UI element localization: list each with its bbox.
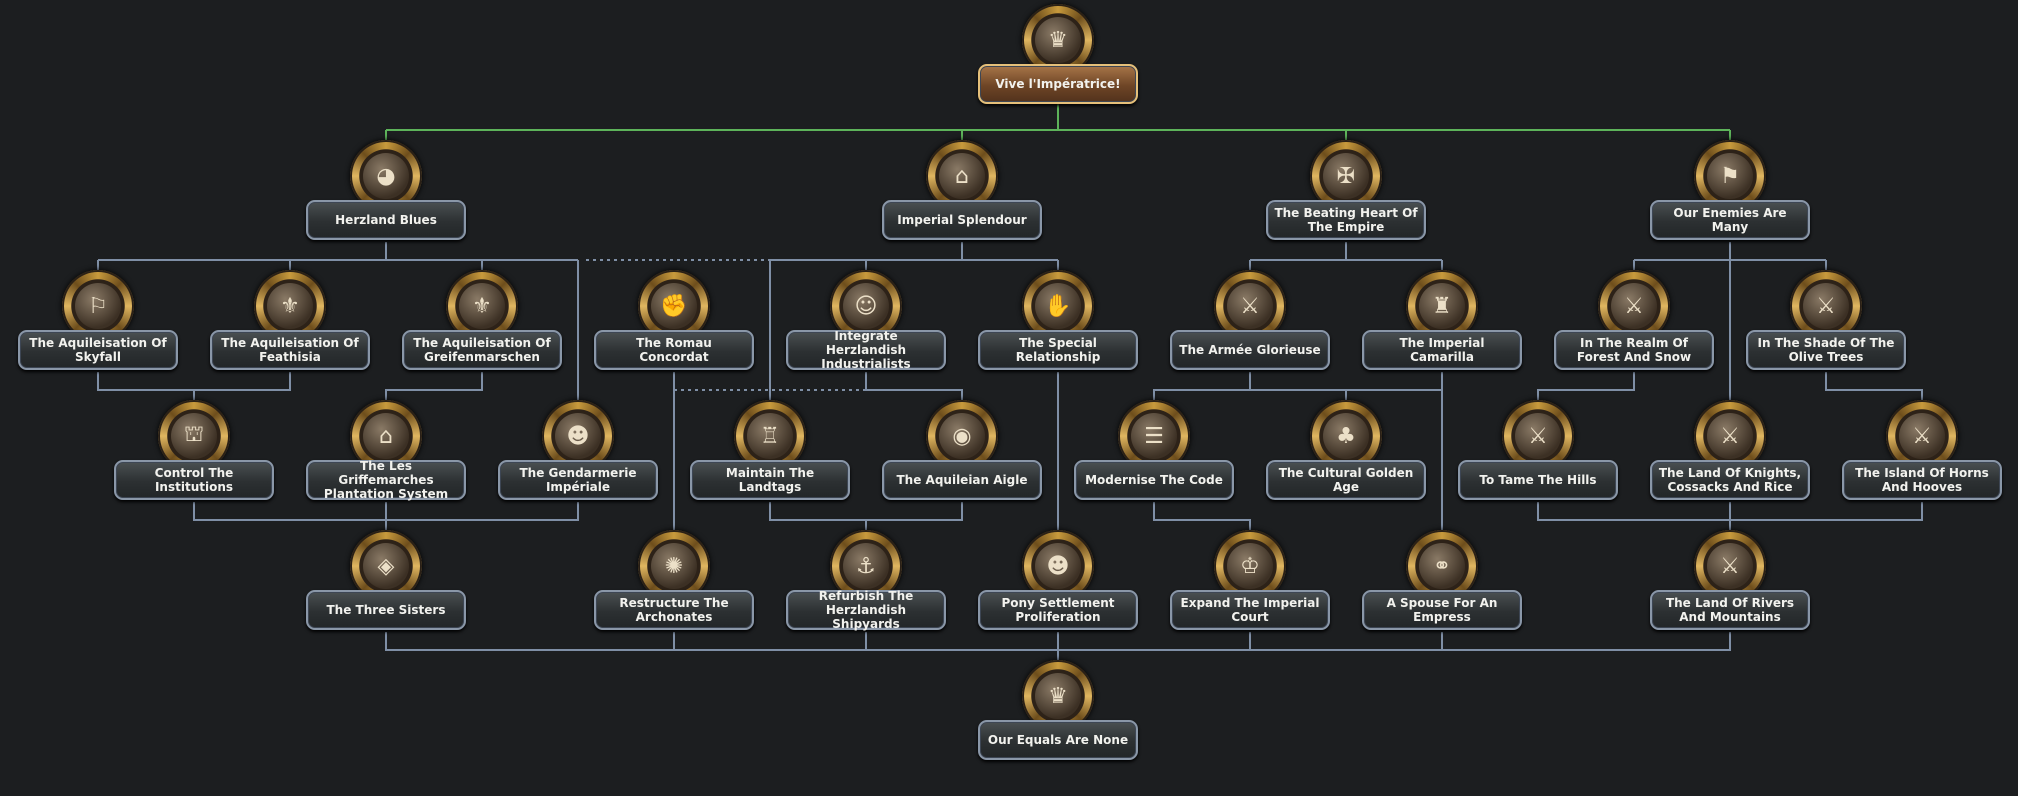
- focus-vive-limperatrice[interactable]: ♛ Vive l'Impératrice!: [978, 4, 1138, 124]
- focus-beating-heart-of-the-empire[interactable]: ✠ The Beating Heart Of The Empire: [1266, 140, 1426, 260]
- focus-refurbish-herzlandish-shipyards[interactable]: ⚓ Refurbish The Herzlandish Shipyards: [786, 530, 946, 650]
- focus-our-enemies-are-many[interactable]: ⚑ Our Enemies Are Many: [1650, 140, 1810, 260]
- focus-land-of-rivers-and-mountains[interactable]: ⚔ The Land Of Rivers And Mountains: [1650, 530, 1810, 650]
- focus-label: The Armée Glorieuse: [1170, 330, 1330, 370]
- focus-label: Maintain The Landtags: [690, 460, 850, 500]
- focus-label: To Tame The Hills: [1458, 460, 1618, 500]
- focus-label: The Island Of Horns And Hooves: [1842, 460, 2002, 500]
- focus-aquileisation-of-skyfall[interactable]: ⚐ The Aquileisation Of Skyfall: [18, 270, 178, 390]
- focus-island-of-horns-and-hooves[interactable]: ⚔ The Island Of Horns And Hooves: [1842, 400, 2002, 520]
- focus-armee-glorieuse[interactable]: ⚔ The Armée Glorieuse: [1170, 270, 1330, 390]
- focus-label: The Cultural Golden Age: [1266, 460, 1426, 500]
- focus-label: The Special Relationship: [978, 330, 1138, 370]
- focus-label: Control The Institutions: [114, 460, 274, 500]
- focus-aquileisation-of-feathisia[interactable]: ⚜ The Aquileisation Of Feathisia: [210, 270, 370, 390]
- focus-label: Herzland Blues: [306, 200, 466, 240]
- focus-label: Our Equals Are None: [978, 720, 1138, 760]
- focus-spouse-for-an-empress[interactable]: ⚭ A Spouse For An Empress: [1362, 530, 1522, 650]
- focus-label: The Imperial Camarilla: [1362, 330, 1522, 370]
- focus-label: In The Shade Of The Olive Trees: [1746, 330, 1906, 370]
- focus-the-three-sisters[interactable]: ◈ The Three Sisters: [306, 530, 466, 650]
- focus-label: The Romau Concordat: [594, 330, 754, 370]
- focus-label: Pony Settlement Proliferation: [978, 590, 1138, 630]
- focus-control-the-institutions[interactable]: ⛫ Control The Institutions: [114, 400, 274, 520]
- focus-realm-of-forest-and-snow[interactable]: ⚔ In The Realm Of Forest And Snow: [1554, 270, 1714, 390]
- focus-imperial-camarilla[interactable]: ♜ The Imperial Camarilla: [1362, 270, 1522, 390]
- focus-cultural-golden-age[interactable]: ♣ The Cultural Golden Age: [1266, 400, 1426, 520]
- focus-expand-the-imperial-court[interactable]: ♔ Expand The Imperial Court: [1170, 530, 1330, 650]
- focus-special-relationship[interactable]: ✋ The Special Relationship: [978, 270, 1138, 390]
- focus-label: Refurbish The Herzlandish Shipyards: [786, 590, 946, 630]
- focus-label: In The Realm Of Forest And Snow: [1554, 330, 1714, 370]
- focus-romau-concordat[interactable]: ✊ The Romau Concordat: [594, 270, 754, 390]
- focus-label: Modernise The Code: [1074, 460, 1234, 500]
- focus-aquileian-aigle[interactable]: ◉ The Aquileian Aigle: [882, 400, 1042, 520]
- focus-maintain-the-landtags[interactable]: ♖ Maintain The Landtags: [690, 400, 850, 520]
- focus-integrate-herzlandish-industrialists[interactable]: ☺ Integrate Herzlandish Industrialists: [786, 270, 946, 390]
- focus-label: The Aquileisation Of Skyfall: [18, 330, 178, 370]
- focus-aquileisation-of-greifenmarschen[interactable]: ⚜ The Aquileisation Of Greifenmarschen: [402, 270, 562, 390]
- focus-imperial-splendour[interactable]: ⌂ Imperial Splendour: [882, 140, 1042, 260]
- focus-label: The Aquileisation Of Feathisia: [210, 330, 370, 370]
- focus-label: The Land Of Rivers And Mountains: [1650, 590, 1810, 630]
- focus-herzland-blues[interactable]: ◕ Herzland Blues: [306, 140, 466, 260]
- focus-label: The Beating Heart Of The Empire: [1266, 200, 1426, 240]
- focus-label: The Aquileisation Of Greifenmarschen: [402, 330, 562, 370]
- focus-label: The Aquileian Aigle: [882, 460, 1042, 500]
- focus-modernise-the-code[interactable]: ☰ Modernise The Code: [1074, 400, 1234, 520]
- focus-label: Imperial Splendour: [882, 200, 1042, 240]
- focus-les-griffemarches-plantation-system[interactable]: ⌂ The Les Griffemarches Plantation Syste…: [306, 400, 466, 520]
- focus-label: The Land Of Knights, Cossacks And Rice: [1650, 460, 1810, 500]
- focus-label: The Gendarmerie Impériale: [498, 460, 658, 500]
- focus-label: Vive l'Impératrice!: [978, 64, 1138, 104]
- focus-label: A Spouse For An Empress: [1362, 590, 1522, 630]
- focus-gendarmerie-imperiale[interactable]: ☻ The Gendarmerie Impériale: [498, 400, 658, 520]
- focus-label: Expand The Imperial Court: [1170, 590, 1330, 630]
- focus-restructure-the-archonates[interactable]: ✺ Restructure The Archonates: [594, 530, 754, 650]
- focus-label: Integrate Herzlandish Industrialists: [786, 330, 946, 370]
- focus-shade-of-the-olive-trees[interactable]: ⚔ In The Shade Of The Olive Trees: [1746, 270, 1906, 390]
- focus-label: Restructure The Archonates: [594, 590, 754, 630]
- focus-label: Our Enemies Are Many: [1650, 200, 1810, 240]
- focus-pony-settlement-proliferation[interactable]: ☻ Pony Settlement Proliferation: [978, 530, 1138, 650]
- focus-to-tame-the-hills[interactable]: ⚔ To Tame The Hills: [1458, 400, 1618, 520]
- focus-our-equals-are-none[interactable]: ♛ Our Equals Are None: [978, 660, 1138, 780]
- focus-label: The Les Griffemarches Plantation System: [306, 460, 466, 500]
- focus-land-of-knights-cossacks-and-rice[interactable]: ⚔ The Land Of Knights, Cossacks And Rice: [1650, 400, 1810, 520]
- focus-label: The Three Sisters: [306, 590, 466, 630]
